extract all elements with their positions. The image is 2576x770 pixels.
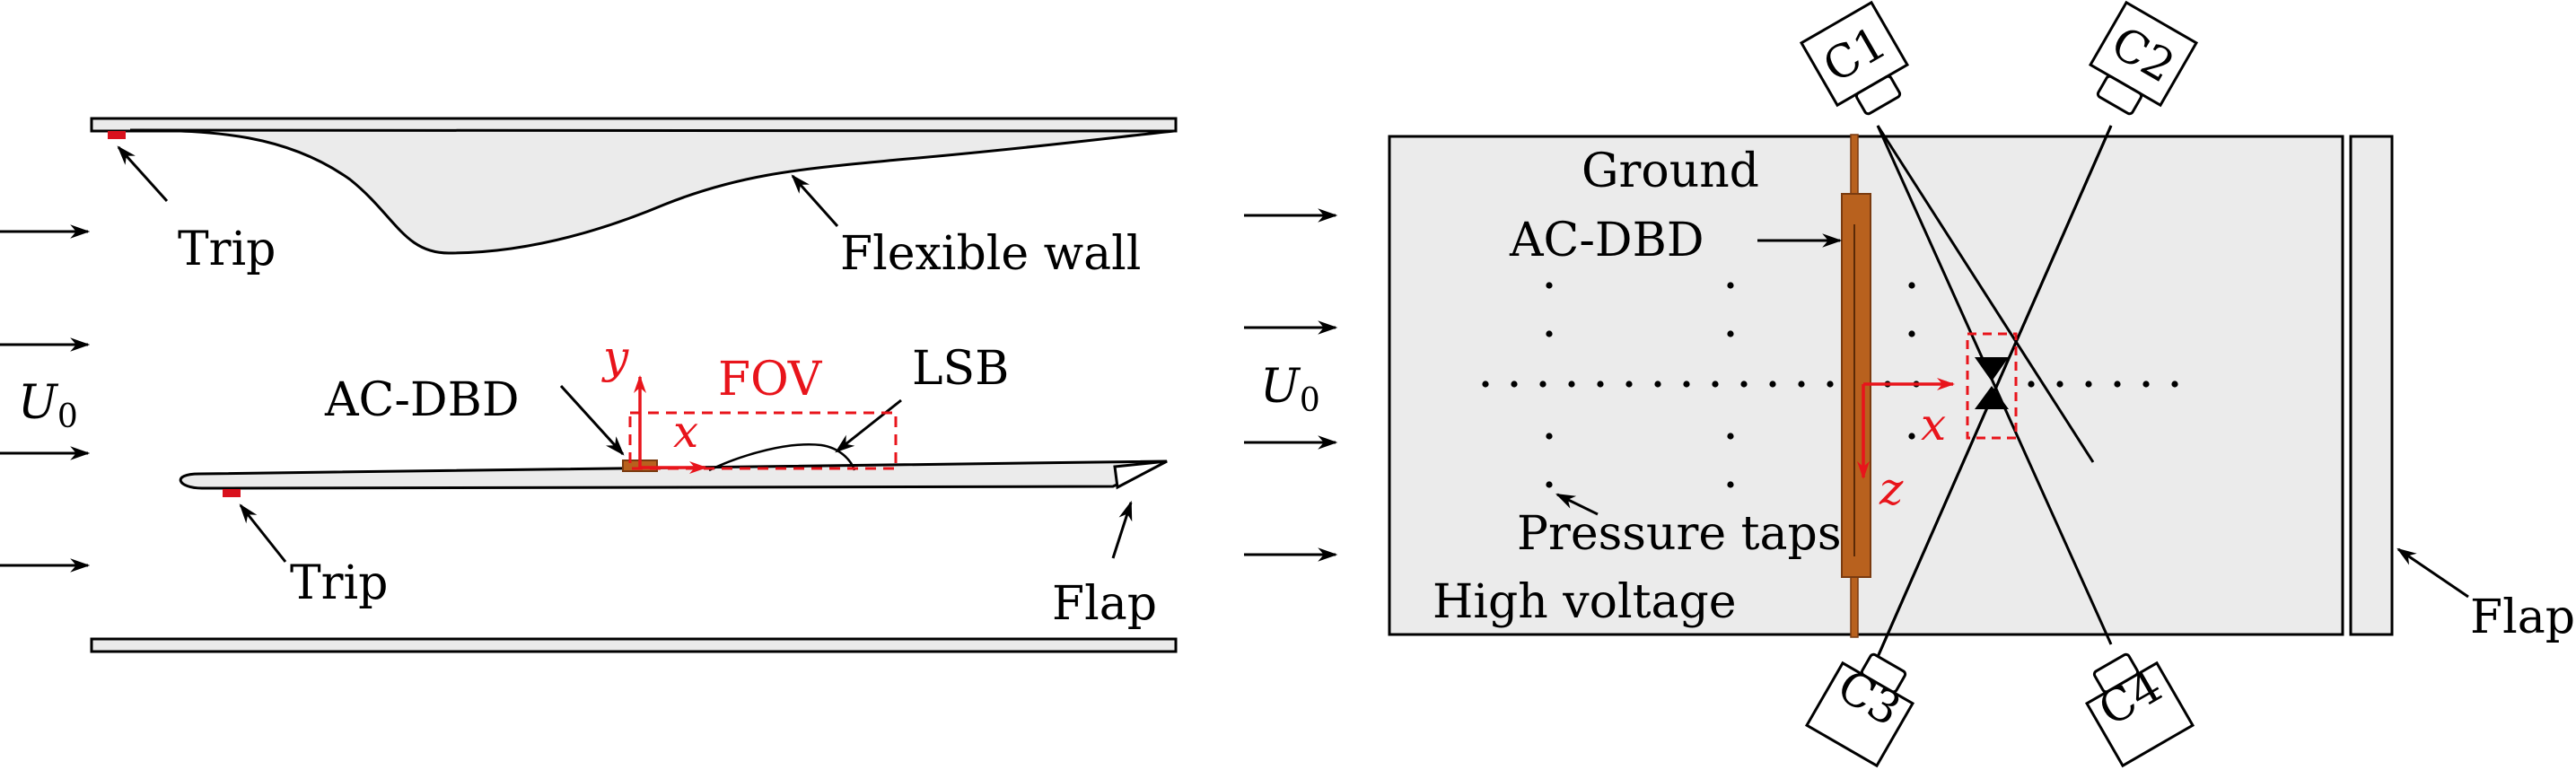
camera-c2: C2 — [2088, 0, 2199, 116]
pressure-tap-dot — [1727, 330, 1734, 337]
axis-x-label: x — [673, 406, 698, 458]
camera-c1: C1 — [1799, 0, 1910, 116]
lsb-bubble — [708, 443, 856, 472]
freestream-arrows-left — [0, 224, 91, 573]
lsb-pointer — [835, 398, 902, 453]
fov-box — [628, 411, 898, 470]
axis-y-label: y — [601, 331, 629, 383]
pressure-tap-dot — [1727, 433, 1734, 440]
freestream-arrows-right — [1244, 208, 1338, 562]
flat-plate-model — [179, 459, 1168, 490]
pressure-tap-dot — [1727, 282, 1734, 289]
pressure-taps-label: Pressure taps — [1517, 507, 1842, 561]
pressure-tap-dot — [1546, 330, 1553, 337]
lsb-label: LSB — [912, 342, 1009, 396]
pressure-tap-dot — [1568, 381, 1575, 388]
ac-dbd-pointer-left — [559, 384, 625, 456]
axis-z-label-right: z — [1879, 463, 1904, 515]
trip-bottom-marker — [223, 489, 241, 497]
fov-label: FOV — [718, 353, 823, 407]
pressure-tap-dot — [1727, 481, 1734, 488]
pressure-tap-dot — [1908, 282, 1915, 289]
flap-label-left: Flap — [1052, 577, 1157, 631]
flap-label-right: Flap — [2470, 591, 2575, 644]
pressure-tap-dot — [1539, 381, 1546, 388]
flap-pointer-left — [1111, 500, 1133, 559]
pressure-tap-dot — [1546, 433, 1553, 440]
camera-c3: C3 — [1804, 652, 1915, 768]
pressure-tap-dot — [2028, 381, 2035, 388]
ground-label: Ground — [1582, 144, 1759, 198]
ac-dbd-label-right: AC-DBD — [1509, 214, 1704, 267]
pressure-tap-dot — [1908, 330, 1915, 337]
flexible-wall-pointer — [791, 174, 839, 227]
pressure-tap-dot — [1625, 381, 1633, 388]
pressure-tap-dot — [1798, 381, 1805, 388]
trip-top-pointer — [117, 145, 169, 203]
flexible-wall-shape — [129, 128, 1175, 255]
pressure-tap-dot — [1712, 381, 1719, 388]
left-panel: Trip Flexible wall U0 Trip Flap LSB — [0, 117, 1178, 653]
freestream-label-left: U0 — [18, 376, 78, 435]
pressure-tap-dot — [1827, 381, 1834, 388]
axis-x-label-right: x — [1921, 398, 1946, 451]
flexible-wall-label: Flexible wall — [840, 227, 1141, 281]
pressure-tap-dot — [1683, 381, 1690, 388]
pressure-tap-dot — [1769, 381, 1776, 388]
pressure-tap-dot — [1482, 381, 1489, 388]
pressure-tap-dot — [1511, 381, 1518, 388]
pressure-tap-dot — [1908, 433, 1915, 440]
pressure-tap-dot — [1740, 381, 1748, 388]
trip-bottom-pointer — [239, 503, 287, 563]
fov-box-right — [1966, 332, 2018, 440]
focus-point-marker — [1975, 357, 2009, 409]
freestream-label-right: U0 — [1260, 360, 1320, 419]
ac-dbd-label-left: AC-DBD — [324, 373, 520, 427]
flap-top-view — [2349, 135, 2394, 636]
high-voltage-label: High voltage — [1433, 575, 1737, 629]
pressure-taps-pointer — [1555, 493, 1599, 516]
bottom-wall — [90, 637, 1178, 653]
right-panel: Flap U0 Ground AC-DBD Pressure taps — [1244, 0, 2575, 768]
pressure-tap-dot — [1546, 282, 1553, 289]
pressure-tap-dot — [1597, 381, 1604, 388]
camera-c4: C4 — [2084, 652, 2195, 768]
trip-top-label: Trip — [178, 223, 276, 276]
pressure-tap-dot — [2114, 381, 2121, 388]
pressure-tap-dot — [2171, 381, 2178, 388]
pressure-tap-dot — [2085, 381, 2092, 388]
flap-shape — [1113, 459, 1168, 490]
pressure-tap-dot — [1654, 381, 1661, 388]
trip-bottom-label: Trip — [290, 556, 388, 610]
pressure-tap-dot — [2056, 381, 2063, 388]
pressure-tap-dot — [1546, 481, 1553, 488]
flap-pointer-right — [2396, 547, 2469, 599]
trip-top-marker — [108, 131, 126, 139]
pressure-tap-dot — [2142, 381, 2150, 388]
